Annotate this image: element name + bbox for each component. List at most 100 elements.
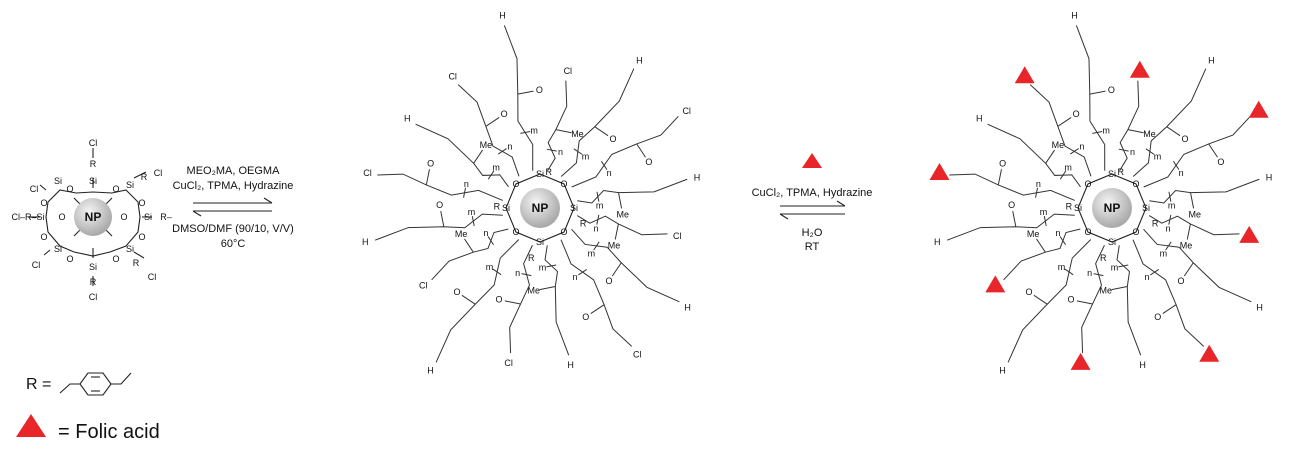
atom-label: O bbox=[120, 212, 127, 222]
side-chain-label: Me bbox=[480, 140, 493, 150]
side-chain bbox=[485, 117, 500, 127]
atom-label: R bbox=[133, 258, 140, 268]
side-chain bbox=[590, 304, 605, 314]
repeat-index-label: m bbox=[1154, 152, 1162, 162]
initiator-nanoparticle: NP Cl R Si O O Si Si Cl R Cl Cl–R–Si O O… bbox=[11, 138, 171, 302]
polymer-arm bbox=[415, 123, 509, 188]
r-group-label: R bbox=[494, 201, 501, 211]
condition-catalyst-1: CuCl₂, TPMA, Hydrazine bbox=[173, 180, 294, 192]
folic-acid-nanoparticle: NPSiOSiOSiOSiOnMeRmOHnOmMeHnORmOHnMemOHn… bbox=[929, 11, 1272, 376]
atom-label: O bbox=[512, 227, 519, 237]
chain-end-label: Cl bbox=[682, 106, 691, 116]
side-chain-label: O bbox=[999, 158, 1006, 168]
side-chain-label: Me bbox=[1180, 240, 1193, 250]
polymer-arm bbox=[1075, 25, 1106, 171]
chain-end-label: H bbox=[1139, 360, 1146, 370]
atom-label: Si bbox=[1108, 169, 1116, 179]
side-chain bbox=[504, 300, 521, 305]
repeat-bracket bbox=[596, 191, 600, 202]
atom-label: Cl bbox=[89, 138, 98, 148]
chain-end-label: H bbox=[999, 366, 1006, 376]
r-group-label: R bbox=[580, 219, 587, 229]
polymer-arm bbox=[987, 123, 1081, 188]
side-chain-label: Me bbox=[571, 129, 584, 139]
atom-label: O bbox=[66, 184, 73, 194]
chain-end-label: Cl bbox=[419, 280, 428, 290]
polymer-arm bbox=[949, 173, 1075, 201]
repeat-bracket bbox=[1092, 130, 1103, 134]
repeat-bracket bbox=[1172, 161, 1180, 170]
side-chain bbox=[1036, 238, 1046, 253]
polymer-brush-nanoparticle: NPSiOSiOSiOSiOnMeRClmOHnOClmMeHnORClmOHn… bbox=[362, 11, 700, 376]
condition-temperature-1: 60°C bbox=[221, 238, 246, 250]
chain-end-label: H bbox=[976, 114, 983, 124]
atom-label: Si bbox=[1074, 203, 1082, 213]
atom-label: Cl bbox=[30, 184, 39, 194]
polymer-arm bbox=[374, 213, 503, 241]
repeat-bracket bbox=[1145, 148, 1155, 155]
side-chain bbox=[1183, 262, 1194, 277]
repeat-bracket bbox=[1043, 216, 1047, 227]
atom-label: O bbox=[561, 179, 568, 189]
polymer-arm bbox=[571, 115, 679, 188]
folic-acid-triangle-icon bbox=[985, 275, 1006, 293]
repeat-index-label: n bbox=[1055, 228, 1060, 238]
atom-label: Si bbox=[89, 262, 97, 272]
folic-acid-legend-label: = Folic acid bbox=[58, 421, 160, 443]
polymer-arm bbox=[1149, 178, 1260, 204]
polymer-arm bbox=[577, 178, 688, 204]
side-chain-label: Me bbox=[608, 240, 621, 250]
repeat-index-label: m bbox=[486, 262, 494, 272]
side-chain bbox=[539, 286, 556, 291]
repeat-index-label: m bbox=[588, 248, 596, 258]
repeat-index-label: n bbox=[607, 168, 612, 178]
side-chain-label: O bbox=[582, 312, 589, 322]
atom-label: Si bbox=[570, 203, 578, 213]
side-chain bbox=[611, 262, 622, 277]
atom-label: R– bbox=[160, 212, 172, 222]
chain-end-label: Cl bbox=[448, 71, 457, 81]
side-chain-label: Me bbox=[455, 229, 468, 239]
repeat-bracket bbox=[596, 214, 600, 225]
atom-label: Si bbox=[89, 176, 97, 186]
repeat-bracket bbox=[593, 241, 600, 251]
polymer-arm bbox=[946, 213, 1075, 241]
chain-end-label: H bbox=[636, 55, 643, 65]
side-chain-label: Me bbox=[616, 209, 629, 219]
polymer-arm bbox=[509, 245, 533, 354]
folic-acid-triangle-icon bbox=[802, 153, 822, 168]
np-label: NP bbox=[532, 201, 549, 215]
side-chain bbox=[1166, 126, 1181, 137]
atom-label: O bbox=[1133, 179, 1140, 189]
folic-acid-legend-icon bbox=[16, 414, 46, 437]
repeat-index-label: m bbox=[1102, 126, 1110, 136]
r-group-label: R = bbox=[26, 376, 51, 393]
side-chain-label: O bbox=[1108, 85, 1115, 95]
r-group-label: R bbox=[1152, 219, 1159, 229]
polymer-arm bbox=[1143, 115, 1251, 188]
chain-end-label: Cl bbox=[363, 168, 372, 178]
polymer-arm bbox=[560, 68, 635, 177]
polymer-arm bbox=[377, 173, 503, 201]
side-chain-label: O bbox=[1073, 109, 1080, 119]
polymer-arm bbox=[560, 239, 633, 347]
nanoparticle-core bbox=[520, 188, 560, 228]
atom-label: Si bbox=[536, 237, 544, 247]
chain-end-label: H bbox=[1208, 55, 1215, 65]
chain-end-label: H bbox=[404, 114, 411, 124]
repeat-bracket bbox=[487, 170, 495, 180]
repeat-index-label: m bbox=[1168, 201, 1176, 211]
side-chain-label: O bbox=[1154, 312, 1161, 322]
repeat-bracket bbox=[1059, 236, 1067, 246]
folic-acid-triangle-icon bbox=[1248, 100, 1269, 118]
repeat-bracket bbox=[1168, 191, 1172, 202]
r-group-structure bbox=[59, 372, 132, 396]
condition-catalyst-2: CuCl₂, TPMA, Hydrazine bbox=[752, 187, 873, 199]
chain-end-label: H bbox=[1256, 302, 1263, 312]
side-chain-label: Me bbox=[1188, 209, 1201, 219]
side-chain bbox=[1208, 143, 1218, 158]
chain-end-label: Cl bbox=[504, 358, 513, 368]
atom-label: Cl bbox=[89, 292, 98, 302]
atom-label: O bbox=[112, 184, 119, 194]
